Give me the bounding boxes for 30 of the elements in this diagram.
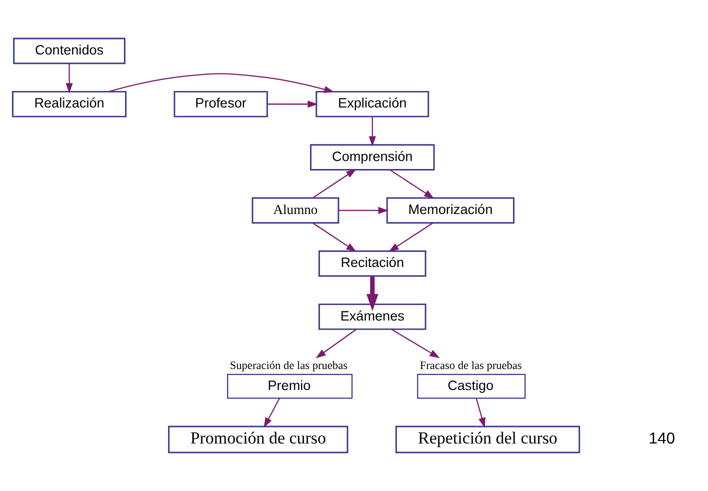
node-box: Realización <box>12 90 127 118</box>
arrow <box>267 100 318 108</box>
arrow <box>316 328 357 358</box>
arrow <box>390 169 434 199</box>
arrow <box>66 64 73 94</box>
arrow <box>338 206 388 214</box>
node-box: Exámenes <box>318 304 426 330</box>
arrow <box>312 222 356 252</box>
node-box: Alumno <box>252 197 340 224</box>
node-label: Fracaso de las pruebas <box>420 360 522 372</box>
node-label: Superación de las pruebas <box>230 360 348 372</box>
node-box: Memorización <box>386 197 514 224</box>
label: 140 <box>648 430 676 448</box>
arrow <box>391 328 440 358</box>
node-box: Comprensión <box>310 144 435 170</box>
node-box: Explicación <box>316 90 430 118</box>
arrow <box>108 73 334 93</box>
arrow <box>368 117 376 146</box>
arrow <box>312 169 356 198</box>
node-box: Profesor <box>174 90 268 118</box>
node-box: Contenidos <box>13 38 126 64</box>
arrow <box>264 398 280 428</box>
arrow <box>388 222 434 252</box>
node-box: Castigo <box>417 374 526 399</box>
arrow <box>366 276 378 312</box>
node-box: Recitación <box>318 250 426 277</box>
arrow <box>476 398 486 428</box>
node-box: Premio <box>227 374 353 399</box>
node-box: Promoción de curso <box>168 426 348 454</box>
node-box: Repetición del curso <box>395 426 580 454</box>
